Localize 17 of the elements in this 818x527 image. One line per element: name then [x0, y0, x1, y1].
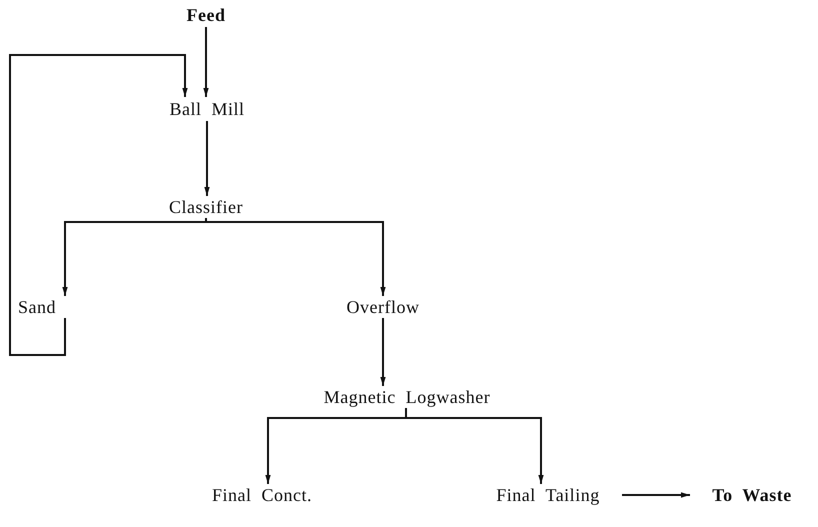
step-label: Final Tailing: [496, 484, 600, 506]
step-label: Classifier: [169, 196, 243, 218]
step-label: Sand: [18, 296, 56, 318]
arrow: [62, 218, 207, 296]
arrow: [9, 54, 188, 356]
arrow: [204, 121, 210, 196]
arrow: [380, 318, 386, 386]
step-label: Feed: [186, 5, 226, 26]
arrow: [405, 408, 544, 484]
arrow: [203, 27, 209, 97]
step-label: Final Conct.: [212, 484, 312, 506]
step-label: Overflow: [346, 296, 420, 318]
arrow: [205, 218, 386, 296]
step-label: Ball Mill: [169, 98, 244, 120]
arrow: [622, 492, 690, 498]
step-label: To Waste: [712, 484, 792, 506]
step-label: Magnetic Logwasher: [324, 386, 490, 408]
